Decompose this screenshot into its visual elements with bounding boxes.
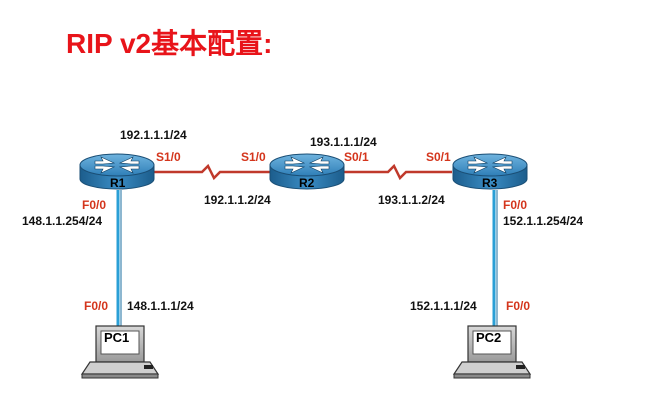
pc2-label: PC2 bbox=[476, 330, 502, 345]
r2-serial-right-ip-label: 193.1.1.1/24 bbox=[310, 135, 377, 149]
router-label-r2: R2 bbox=[299, 176, 315, 190]
link-r1-r2 bbox=[153, 163, 272, 181]
r1-fast-if-label: F0/0 bbox=[82, 198, 107, 212]
link-r2-r3 bbox=[343, 163, 452, 181]
r1-serial-if-label: S1/0 bbox=[156, 150, 181, 164]
pc2-ip-label: 152.1.1.1/24 bbox=[410, 299, 477, 313]
r3-serial-if-label: S0/1 bbox=[426, 150, 451, 164]
r1-fast-ip-label: 148.1.1.254/24 bbox=[22, 214, 103, 228]
r1-serial-ip-label: 192.1.1.1/24 bbox=[120, 128, 187, 142]
r2-serial-right-if-label: S0/1 bbox=[344, 150, 369, 164]
r3-fast-ip-label: 152.1.1.254/24 bbox=[503, 214, 584, 228]
r2-serial-left-if-label: S1/0 bbox=[241, 150, 266, 164]
pc1-if-label: F0/0 bbox=[84, 299, 109, 313]
r3-serial-ip-label: 193.1.1.2/24 bbox=[378, 193, 445, 207]
router-label-r3: R3 bbox=[482, 176, 498, 190]
pc1-label: PC1 bbox=[104, 330, 130, 345]
router-label-r1: R1 bbox=[110, 176, 126, 190]
r3-fast-if-label: F0/0 bbox=[503, 198, 528, 212]
r2-serial-left-ip-label: 192.1.1.2/24 bbox=[204, 193, 271, 207]
page-title: RIP v2基本配置: bbox=[66, 28, 273, 59]
pc1-ip-label: 148.1.1.1/24 bbox=[127, 299, 194, 313]
pc2-if-label: F0/0 bbox=[506, 299, 531, 313]
